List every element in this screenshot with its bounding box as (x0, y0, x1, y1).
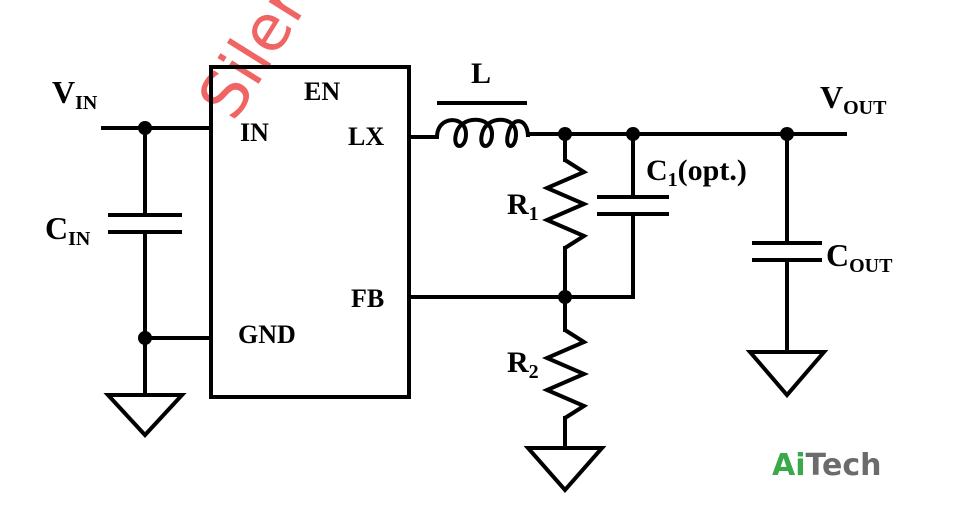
ground-symbol-cout (745, 350, 829, 399)
r2-resistor (541, 328, 590, 420)
fb-node-dot (558, 290, 572, 304)
pin-gnd-label: GND (238, 320, 296, 349)
pin-lx-label: LX (348, 122, 384, 151)
cin-label: CIN (45, 210, 91, 250)
vin-label: VIN (52, 74, 98, 114)
pin-fb-label: FB (351, 284, 384, 313)
r1-resistor (541, 158, 590, 250)
ground-symbol-left (103, 393, 187, 438)
c1-label: C1(opt.) (646, 154, 747, 191)
regulator-ic (209, 65, 411, 399)
cout-label: COUT (826, 237, 893, 277)
ground-symbol-r2 (523, 446, 607, 494)
r1-label: R1 (507, 188, 539, 225)
vout-label: VOUT (820, 79, 887, 119)
inductor-coil (435, 117, 530, 148)
pin-en-label: EN (304, 77, 340, 106)
inductor-label: L (471, 57, 491, 90)
aitech-logo: AiTech (772, 448, 881, 483)
pin-in-label: IN (240, 118, 269, 147)
r2-label: R2 (507, 346, 539, 383)
